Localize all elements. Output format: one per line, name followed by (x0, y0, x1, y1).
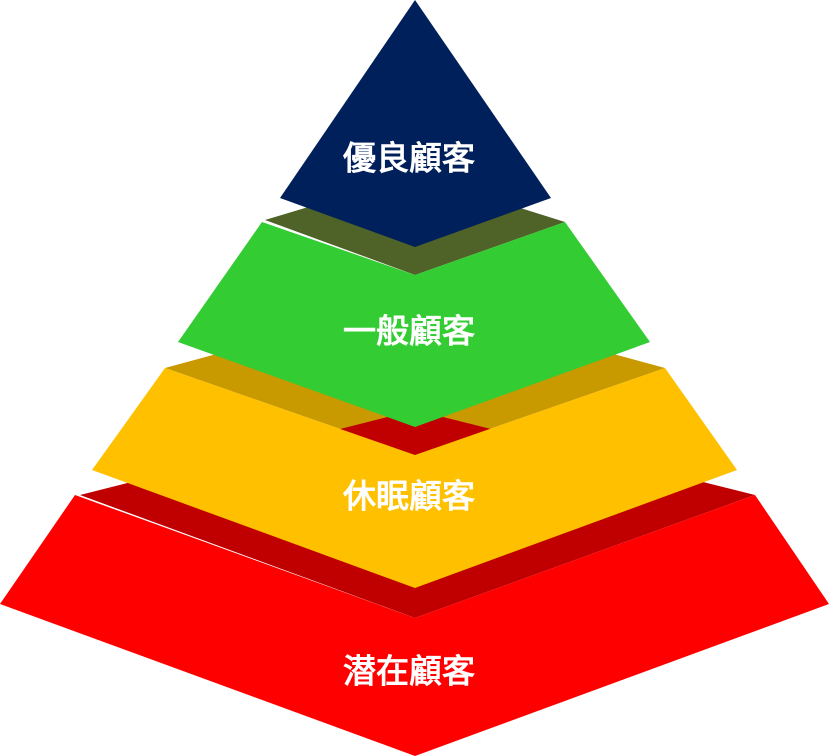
tier-4-label: 潜在顧客 (343, 652, 475, 691)
tier-2-shape (178, 222, 650, 427)
tier-3-shape (92, 368, 737, 588)
tier-1-label: 優良顧客 (342, 139, 475, 178)
tier-2-label: 一般顧客 (343, 312, 475, 351)
tier-3-label: 休眠顧客 (342, 477, 475, 516)
tier-1-shape (280, 0, 551, 247)
tier-4-shape (0, 495, 829, 756)
